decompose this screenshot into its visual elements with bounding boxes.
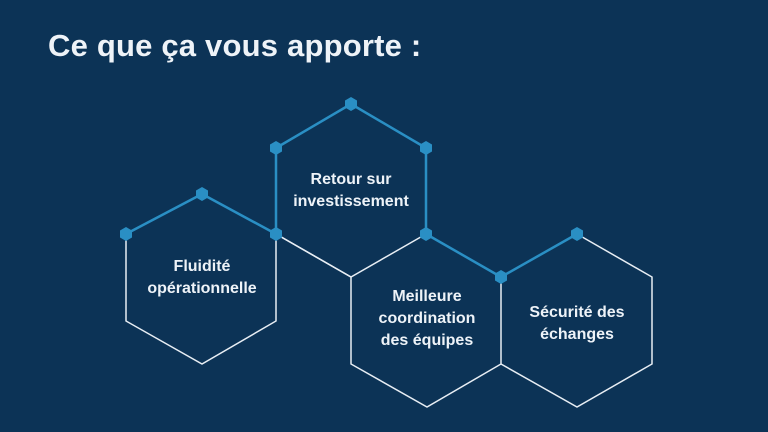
hexagon-roi-outline <box>275 233 427 278</box>
node-icon <box>345 97 357 111</box>
node-icon <box>196 187 208 201</box>
hexagon-outlines <box>125 233 653 408</box>
hexagon-coordination-outline <box>275 233 502 408</box>
hexagon-coordination-label: Meilleure coordination des équipes <box>378 288 476 349</box>
hexagon-security-outline <box>500 233 653 408</box>
node-icon <box>270 227 282 241</box>
node-icon <box>270 141 282 155</box>
hexagon-roi-label: Retour sur investissement <box>293 171 409 210</box>
hexagon-fluidity-label: Fluidité opérationnelle <box>147 258 257 297</box>
node-icon <box>420 141 432 155</box>
hexagon-fluidity-outline <box>125 234 277 365</box>
slide-title: Ce que ça vous apporte : <box>48 28 422 63</box>
vertex-nodes <box>120 97 583 284</box>
hexagon-security-label: Sécurité des échanges <box>529 304 625 343</box>
node-icon <box>495 270 507 284</box>
node-icon <box>571 227 583 241</box>
node-icon <box>420 227 432 241</box>
node-icon <box>120 227 132 241</box>
